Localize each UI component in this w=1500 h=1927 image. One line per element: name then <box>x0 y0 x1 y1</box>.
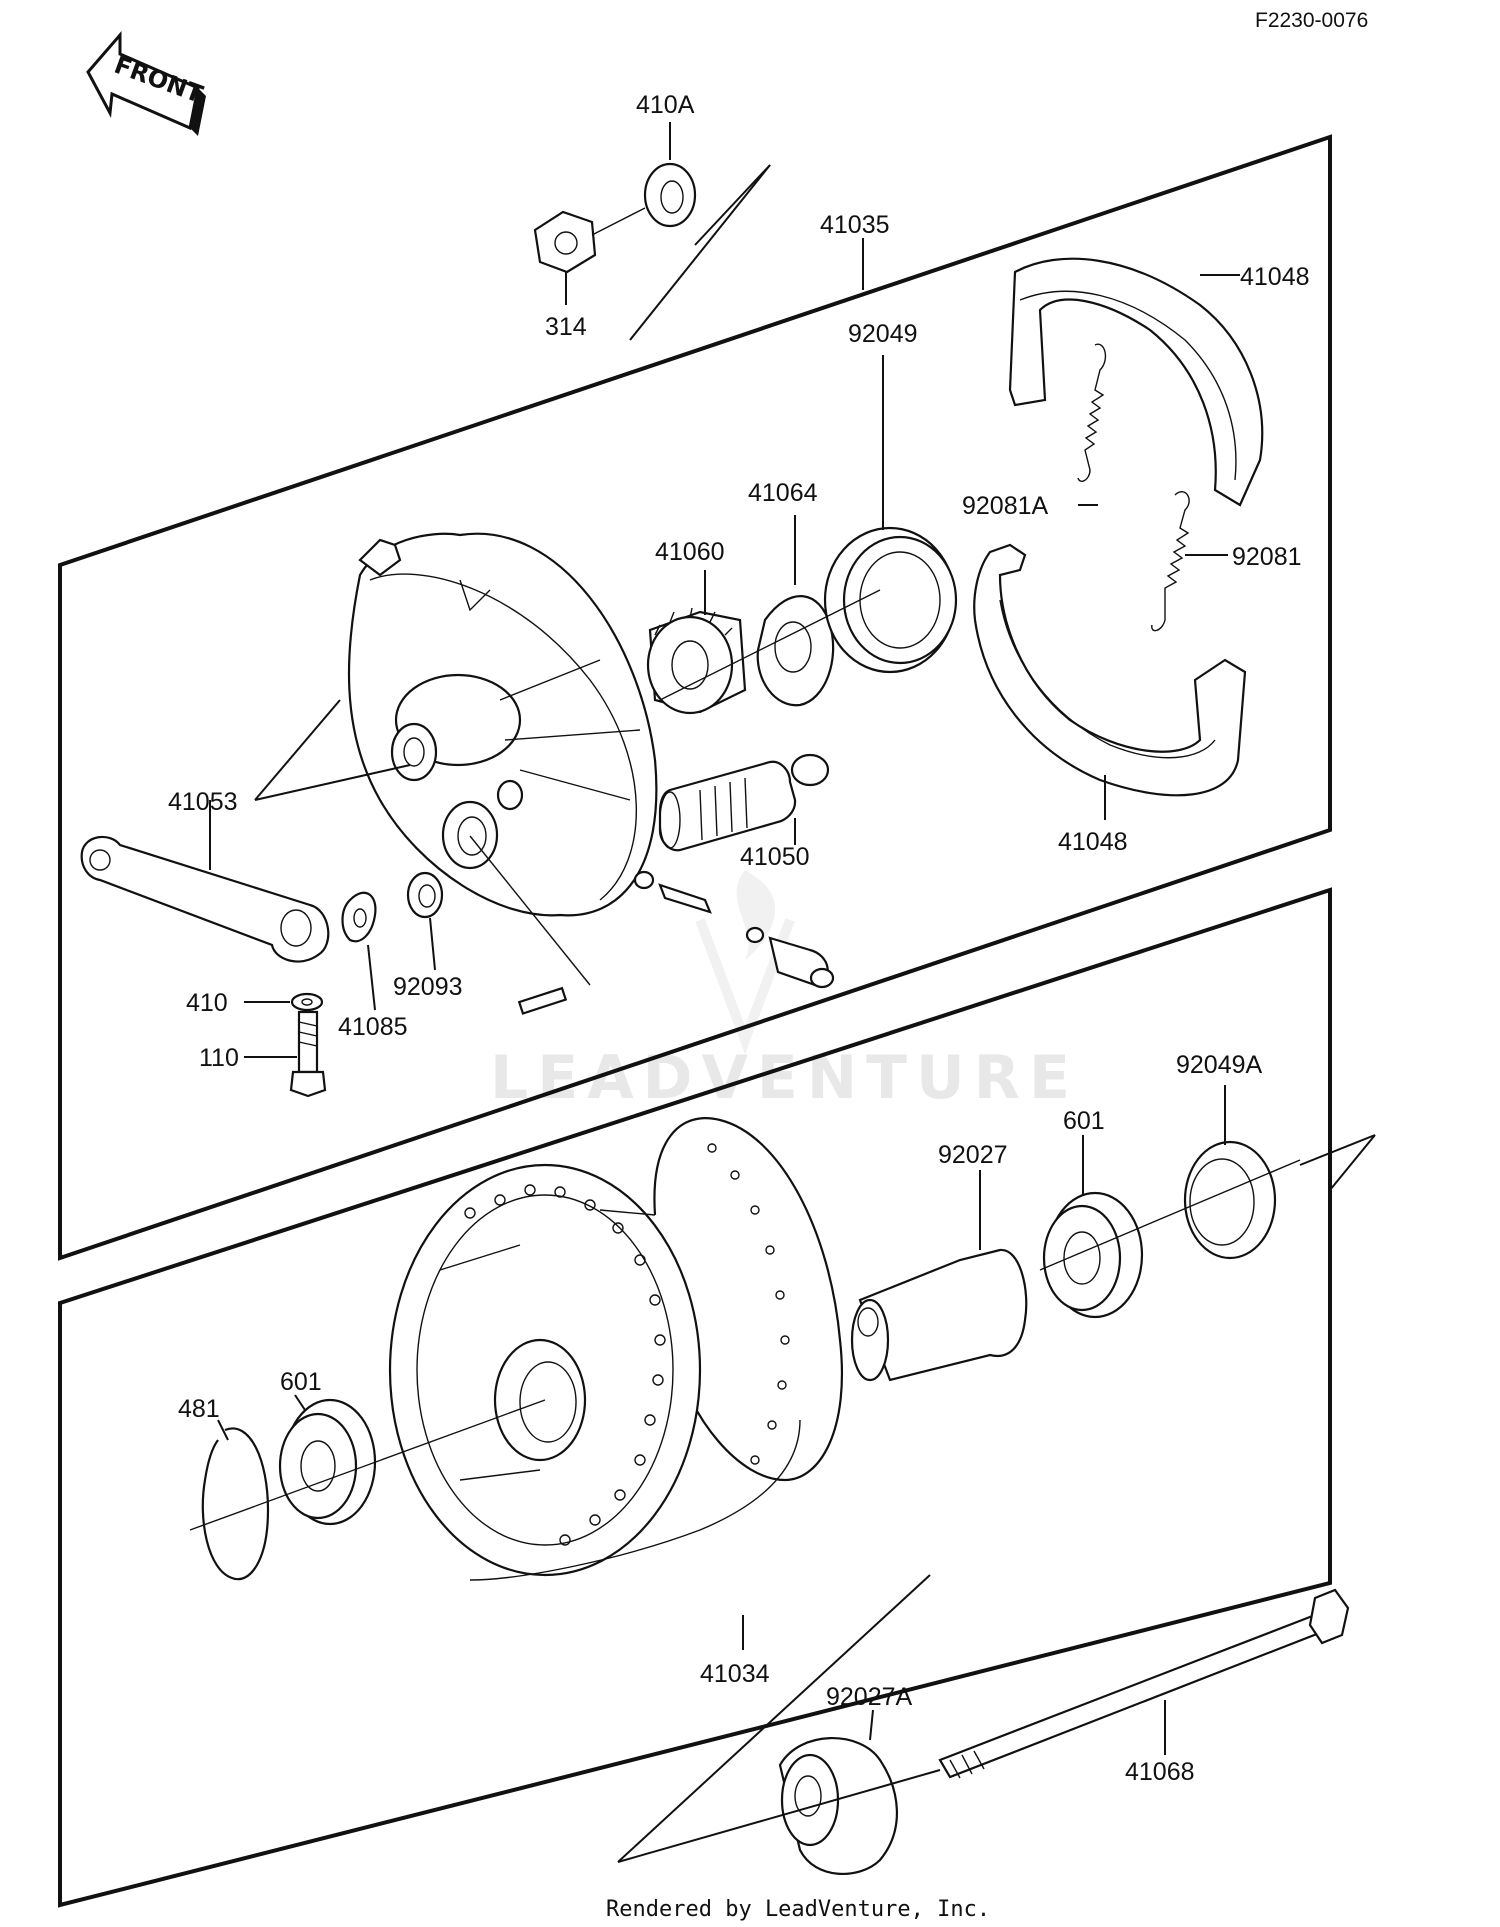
label-41050: 41050 <box>740 843 810 871</box>
label-92081: 92081 <box>1232 543 1302 571</box>
plate-41064 <box>756 595 835 707</box>
bolt-110 <box>289 1010 327 1098</box>
label-481: 481 <box>178 1395 220 1423</box>
spring-92081 <box>1151 491 1190 632</box>
label-110: 110 <box>199 1044 239 1072</box>
front-arrow-icon: FRONT <box>86 30 207 136</box>
brake-shoe-upper-41048 <box>1008 257 1264 507</box>
label-314: 314 <box>545 313 587 341</box>
brake-cam-41050 <box>658 753 830 852</box>
label-41035: 41035 <box>820 211 890 239</box>
wheel-hub-41034 <box>388 1117 844 1581</box>
label-41085: 41085 <box>338 1013 408 1041</box>
label-41048-bottom: 41048 <box>1058 828 1128 856</box>
label-41048-top: 41048 <box>1240 263 1310 291</box>
label-410A: 410A <box>636 91 695 119</box>
washer-41085 <box>341 891 377 943</box>
seal-92049 <box>823 526 958 674</box>
brake-panel-41035 <box>347 532 658 917</box>
label-92081A: 92081A <box>962 492 1049 520</box>
label-41034: 41034 <box>700 1660 770 1688</box>
brake-shoe-lower-41048 <box>973 543 1247 797</box>
label-41060: 41060 <box>655 538 725 566</box>
label-601-left: 601 <box>280 1368 322 1396</box>
brake-arm-41053 <box>80 835 330 963</box>
washer-410A <box>643 162 697 228</box>
wheel-hub-frame <box>58 887 1332 1908</box>
nut-314 <box>533 210 597 274</box>
label-601-right: 601 <box>1063 1107 1105 1135</box>
washer-410 <box>290 992 324 1012</box>
gear-41060 <box>646 607 747 715</box>
label-41064: 41064 <box>748 479 818 507</box>
watermark: LEADVENTURE <box>490 1043 1079 1113</box>
circlip-481 <box>201 1427 270 1581</box>
spacer-92027 <box>850 1248 1028 1382</box>
brake-panel-frame <box>58 134 1332 1261</box>
label-41068: 41068 <box>1125 1758 1195 1786</box>
collar-92027A <box>778 1737 899 1876</box>
seal-92049A <box>1183 1140 1277 1260</box>
diagram-code: F2230-0076 <box>1255 9 1368 32</box>
bearing-601-right <box>1042 1191 1144 1319</box>
label-92049: 92049 <box>848 320 918 348</box>
seal-92093 <box>406 871 444 919</box>
pin <box>517 986 568 1015</box>
label-410: 410 <box>186 989 228 1017</box>
label-92093: 92093 <box>393 973 463 1001</box>
adjuster-rod <box>633 870 835 989</box>
footer-credit: Rendered by LeadVenture, Inc. <box>606 1897 990 1922</box>
spring-92081A <box>1077 343 1107 482</box>
label-92049A: 92049A <box>1176 1051 1263 1079</box>
bearing-601-left <box>278 1398 377 1526</box>
label-41053: 41053 <box>168 788 238 816</box>
label-92027: 92027 <box>938 1141 1008 1169</box>
axle-41068 <box>938 1588 1350 1779</box>
label-92027A: 92027A <box>826 1683 913 1711</box>
